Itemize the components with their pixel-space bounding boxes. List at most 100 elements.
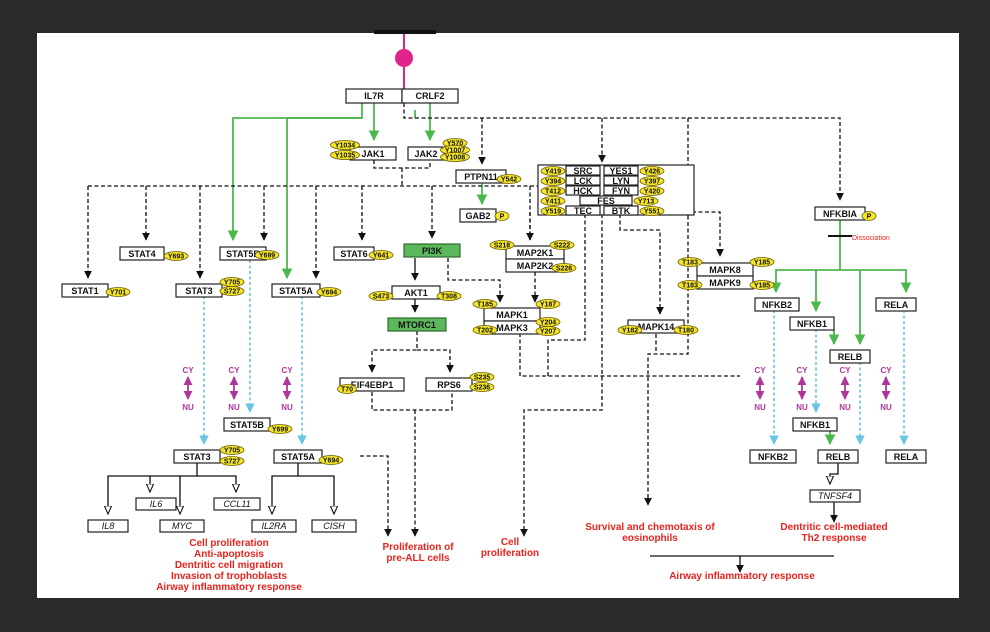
- svg-text:SRC: SRC: [573, 166, 593, 176]
- src-site-right-1: Y397: [639, 176, 665, 186]
- gene-il6[interactable]: IL6: [135, 497, 177, 511]
- node-label: RELB: [838, 352, 863, 362]
- svg-text:Y641: Y641: [373, 253, 389, 260]
- node-label: MTORC1: [398, 320, 436, 330]
- svg-text:BTK: BTK: [612, 206, 631, 216]
- node-rela_top[interactable]: RELA: [875, 297, 917, 312]
- node-mtorc1[interactable]: MTORC1: [387, 317, 447, 332]
- gene-cish[interactable]: CISH: [311, 519, 357, 533]
- node-label: PI3K: [422, 246, 443, 256]
- svg-text:T308: T308: [441, 294, 457, 301]
- svg-text:NU: NU: [228, 403, 240, 412]
- site-eif4ebp1-0: T70: [337, 384, 357, 394]
- node-nfkb2_top[interactable]: NFKB2: [754, 297, 800, 312]
- node-label: RPS6: [437, 380, 461, 390]
- site-nfkbia-0: P: [861, 211, 877, 221]
- node-label: STAT6: [340, 249, 367, 259]
- site-mapk3-2: Y207: [535, 326, 561, 336]
- node-relb_top[interactable]: RELB: [829, 349, 871, 364]
- node-stat6[interactable]: STAT6 Y641: [333, 246, 394, 261]
- gene-il8[interactable]: IL8: [87, 519, 129, 533]
- svg-text:Y519: Y519: [545, 209, 561, 216]
- node-label: STAT5B: [230, 420, 264, 430]
- gene-tnfsf4[interactable]: TNFSF4: [809, 489, 861, 503]
- svg-text:MYC: MYC: [172, 521, 193, 531]
- node-nfkbia[interactable]: NFKBIA P: [814, 206, 877, 221]
- node-nfkb2_bot[interactable]: NFKB2: [749, 449, 797, 464]
- svg-text:HCK: HCK: [573, 186, 593, 196]
- node-label: STAT5A: [279, 286, 313, 296]
- receptor-crlf2[interactable]: CRLF2: [401, 88, 459, 104]
- svg-text:Y693: Y693: [168, 254, 184, 261]
- node-label: AKT1: [404, 288, 428, 298]
- node-relb_bot[interactable]: RELB: [817, 449, 859, 464]
- svg-text:Y1035: Y1035: [335, 153, 355, 160]
- svg-text:Y699: Y699: [259, 253, 275, 260]
- svg-text:Y705: Y705: [224, 448, 240, 455]
- src-site-right-0: Y426: [639, 166, 665, 176]
- site-stat4-0: Y693: [163, 251, 189, 261]
- svg-text:Y420: Y420: [644, 189, 660, 196]
- edges: [84, 103, 912, 573]
- site-jak2-2: Y1008: [440, 152, 470, 162]
- svg-text:Y207: Y207: [540, 329, 556, 336]
- node-nfkb1_top[interactable]: NFKB1: [789, 316, 835, 331]
- svg-text:S236: S236: [474, 385, 490, 392]
- gene-il2ra[interactable]: IL2RA: [251, 519, 297, 533]
- svg-text:LYN: LYN: [612, 176, 629, 186]
- node-label: RELB: [826, 452, 851, 462]
- svg-text:NU: NU: [839, 403, 851, 412]
- svg-text:Y694: Y694: [323, 458, 339, 465]
- node-label: MAP2K2: [517, 261, 554, 271]
- site-gab2-0: P: [494, 211, 510, 221]
- node-pi3k[interactable]: PI3K: [403, 243, 461, 258]
- node-nfkb1_mid[interactable]: NFKB1: [792, 417, 838, 432]
- svg-text:Y701: Y701: [110, 290, 126, 297]
- gene-ccl11[interactable]: CCL11: [213, 497, 261, 511]
- node-rela_bot[interactable]: RELA: [885, 449, 927, 464]
- gene-myc[interactable]: MYC: [159, 519, 205, 533]
- node-label: MAP2K1: [517, 248, 554, 258]
- node-label: NFKBIA: [823, 209, 857, 219]
- svg-text:S226: S226: [556, 266, 572, 273]
- receptor-il7r[interactable]: IL7R: [345, 88, 403, 104]
- node-label: MAPK1: [496, 310, 528, 320]
- node-label: MAPK3: [496, 323, 528, 333]
- site-stat1-0: Y701: [105, 287, 131, 297]
- svg-text:FYN: FYN: [612, 186, 630, 196]
